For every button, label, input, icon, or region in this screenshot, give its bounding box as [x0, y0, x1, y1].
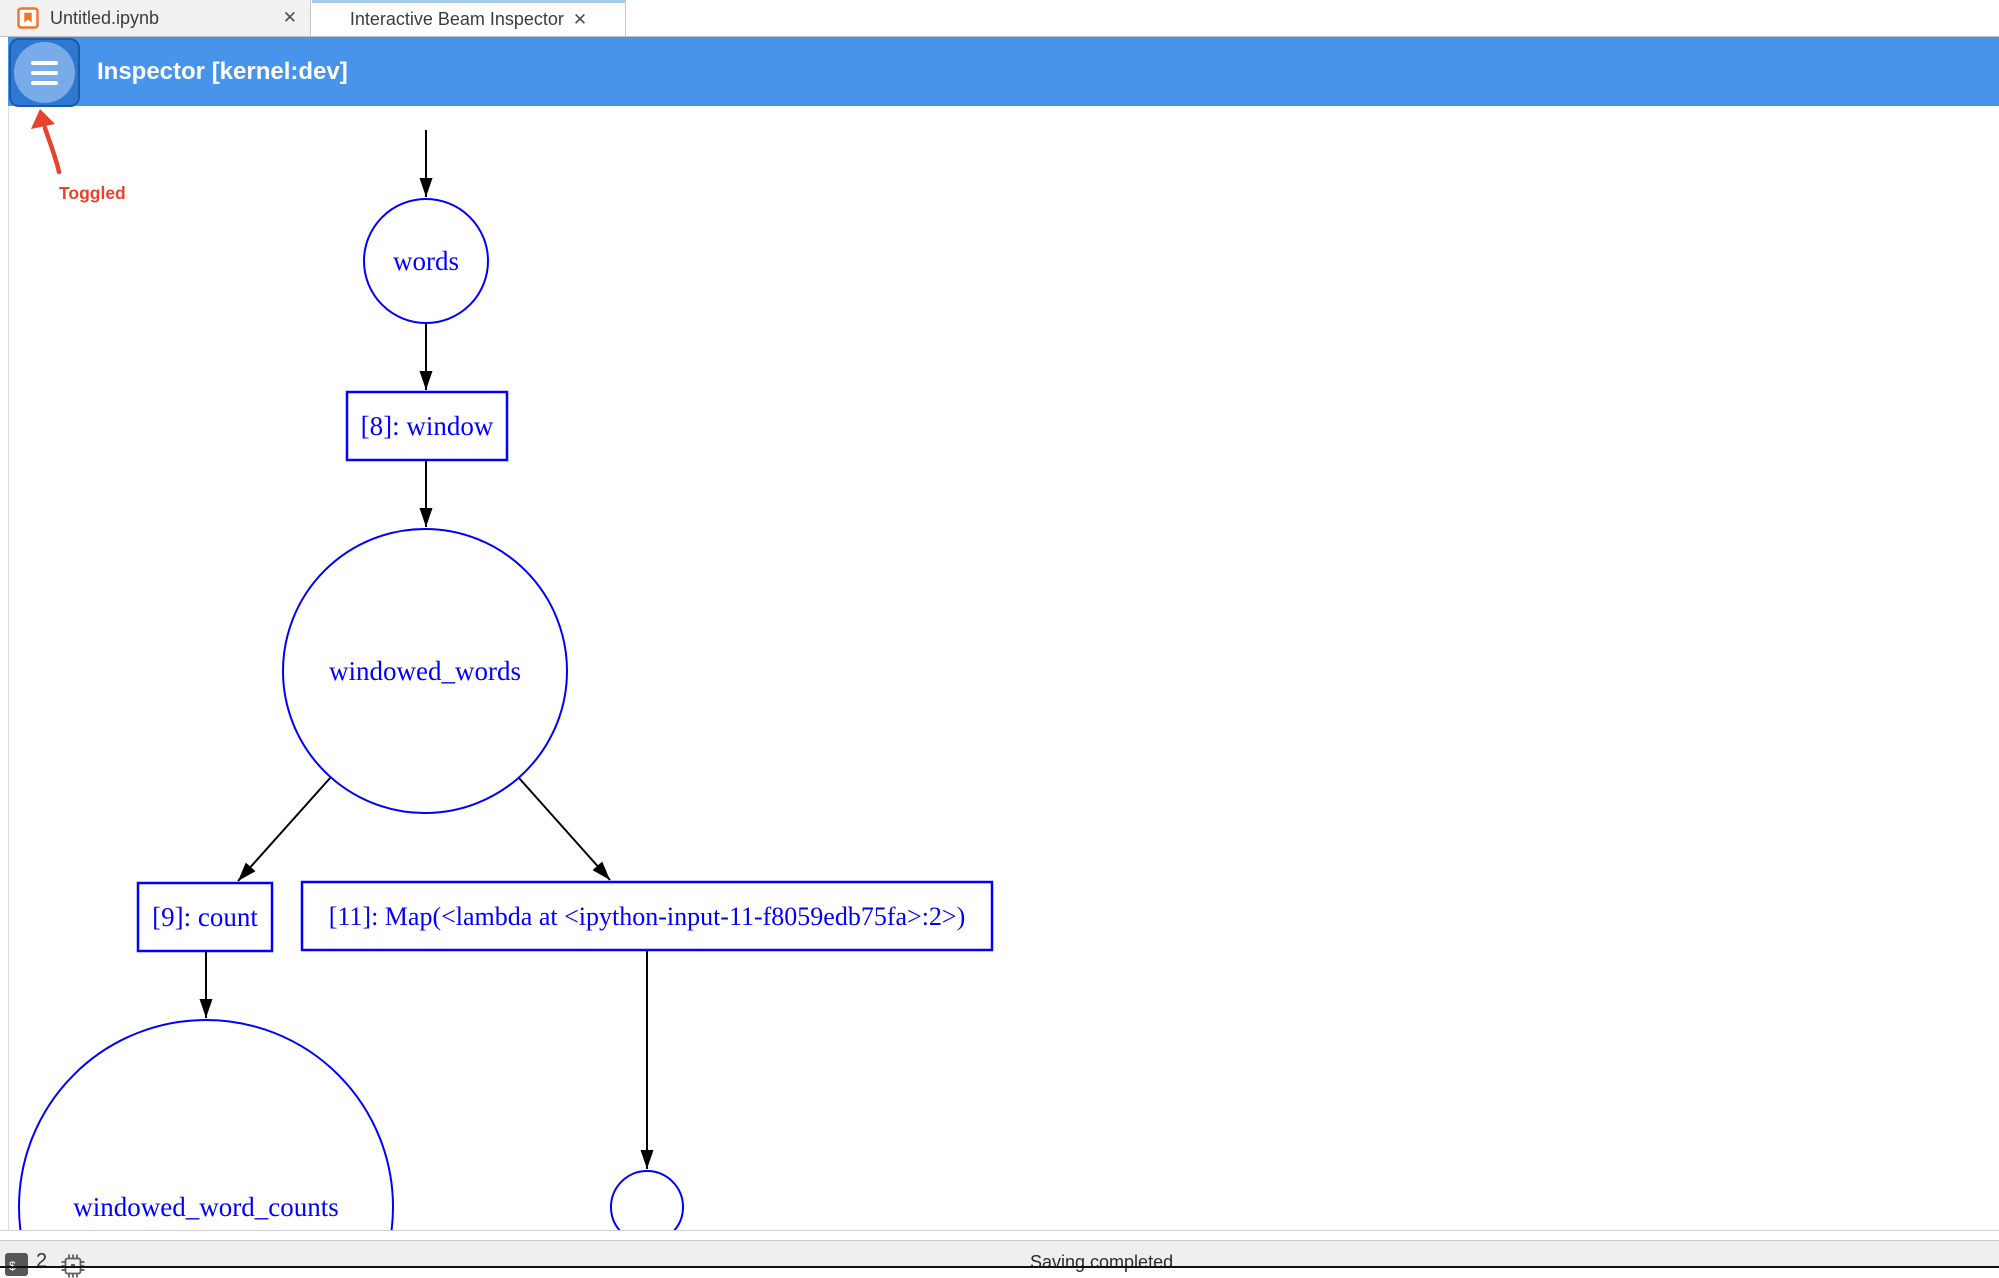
node-label: [8]: window: [361, 411, 494, 441]
node-windowed-word-counts[interactable]: [18, 1019, 394, 1230]
notebook-icon: [17, 7, 39, 29]
node-label: windowed_words: [329, 656, 521, 686]
terminal-count[interactable]: 2: [36, 1250, 48, 1272]
node-label: [9]: count: [152, 902, 258, 932]
node-label: words: [393, 246, 459, 276]
terminal-icon[interactable]: $: [5, 1253, 28, 1276]
node-map-lambda[interactable]: [300, 880, 994, 952]
toggled-annotation-arrow: [31, 109, 62, 175]
panel-bottom-border: [0, 1230, 1999, 1231]
node-window[interactable]: [345, 390, 509, 462]
tab-bar: Untitled.ipynb ✕ Interactive Beam Inspec…: [0, 0, 1999, 37]
edge-windowed-words-to-map: [518, 777, 611, 881]
tab-interactive-beam-inspector[interactable]: Interactive Beam Inspector ✕: [312, 0, 626, 36]
node-windowed-words[interactable]: [282, 528, 568, 814]
close-icon[interactable]: ✕: [282, 8, 297, 27]
window-bottom-edge: [0, 1266, 1999, 1268]
node-words[interactable]: [363, 198, 489, 324]
panel-left-border: [8, 106, 9, 1230]
edge-windowed-words-to-count: [237, 776, 332, 882]
sidebar-toggle-button[interactable]: [9, 38, 80, 107]
node-anonymous-pcollection[interactable]: [610, 1170, 684, 1230]
tab-label: Untitled.ipynb: [50, 7, 160, 28]
close-icon[interactable]: ✕: [572, 9, 588, 29]
tab-label: Interactive Beam Inspector: [349, 9, 564, 29]
inspector-header: Inspector [kernel:dev]: [8, 37, 1999, 106]
toggled-annotation-label: Toggled: [59, 183, 126, 203]
tab-untitled-notebook[interactable]: Untitled.ipynb ✕: [0, 0, 311, 36]
graph-edges: [199, 130, 654, 1169]
node-count[interactable]: [136, 881, 274, 953]
status-message: Saving completed: [1030, 1252, 1174, 1272]
page-title: Inspector [kernel:dev]: [97, 57, 348, 85]
node-label: windowed_word_counts: [73, 1192, 338, 1222]
status-bar: $ 2 Saving completed: [0, 1240, 1999, 1278]
node-label: [11]: Map(<lambda at <ipython-input-11-f…: [329, 902, 966, 931]
pipeline-graph: words [8]: window windowed_words [9]: co…: [18, 130, 994, 1230]
hamburger-icon: [14, 42, 75, 103]
